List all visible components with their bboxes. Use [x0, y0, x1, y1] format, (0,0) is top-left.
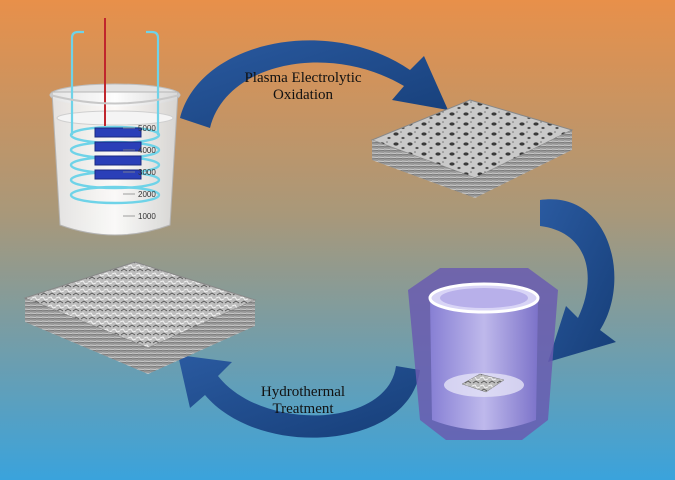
hydrothermal-treated-sample [23, 261, 257, 374]
step-hydrothermal-label-line1: Hydrothermal [260, 384, 346, 400]
tick-2000: 2000 [138, 190, 156, 199]
step-hydrothermal-label: Hydrothermal Treatment [248, 384, 358, 418]
tick-4000: 4000 [138, 146, 156, 155]
peo-coated-sample [370, 99, 574, 198]
hydrothermal-autoclave [408, 268, 558, 440]
step-peo-label-line2: Oxidation [273, 87, 333, 103]
electrode-stack [94, 127, 142, 180]
arrow-hydrothermal [178, 355, 420, 438]
arrow-to-autoclave [540, 199, 616, 362]
electrolysis-beaker: 5000 4000 3000 2000 1000 [49, 18, 181, 236]
step-hydrothermal-label-line2: Treatment [272, 401, 334, 417]
tick-3000: 3000 [138, 168, 156, 177]
tick-1000: 1000 [138, 212, 156, 221]
step-peo-label-line1: Plasma Electrolytic [244, 70, 362, 86]
tick-5000: 5000 [138, 124, 156, 133]
arrow-peo [180, 40, 448, 128]
step-peo-label: Plasma Electrolytic Oxidation [228, 70, 378, 104]
